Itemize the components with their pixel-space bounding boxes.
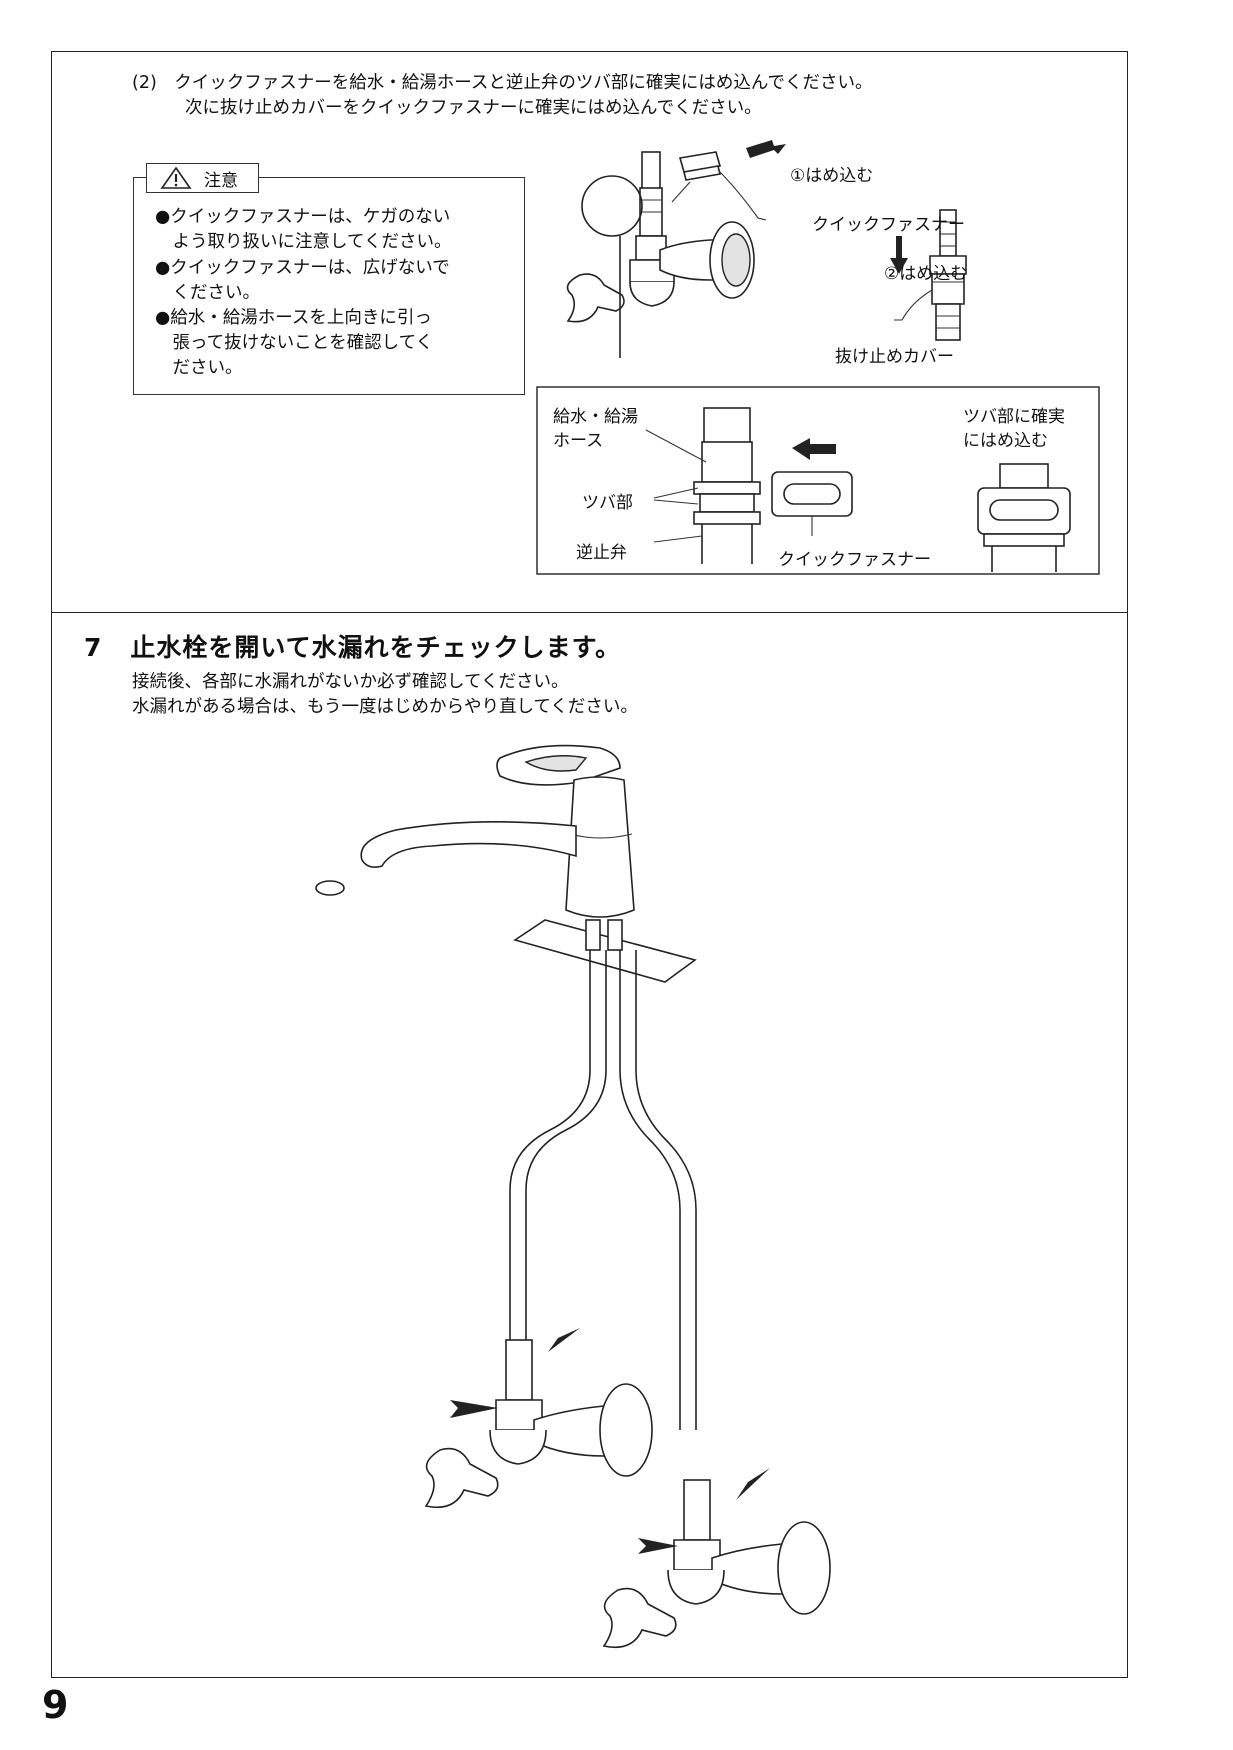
caution-line: 張って抜けないことを確認してく	[155, 333, 434, 353]
step2-line2: 次に抜け止めカバーをクイックファスナーに確実にはめ込んでください。	[185, 98, 762, 118]
detail-box	[536, 386, 1100, 575]
step7-line1: 接続後、各部に水漏れがないか必ず確認してください。	[132, 672, 569, 692]
page-frame	[51, 51, 1128, 1678]
hose-label-1: 給水・給湯	[553, 407, 638, 427]
insert1-label: ①はめ込む	[790, 166, 874, 186]
fit-label-1: ツバ部に確実	[963, 407, 1065, 427]
caution-line: ください。	[155, 283, 260, 303]
caution-title: 注意	[204, 171, 238, 191]
step7-title: 7 止水栓を開いて水漏れをチェックします。	[84, 628, 621, 664]
check-valve-label: 逆止弁	[576, 543, 627, 563]
step7-heading: 止水栓を開いて水漏れをチェックします。	[130, 633, 622, 662]
page-number: 9	[42, 1683, 69, 1727]
valve-fastener-illustration	[566, 140, 967, 358]
warning-triangle-icon	[160, 166, 192, 189]
step7-line2: 水漏れがある場合は、もう一度はじめからやり直してください。	[132, 697, 638, 717]
faucet-illustration	[315, 744, 831, 1649]
step2-line1: (2) クイックファスナーを給水・給湯ホースと逆止弁のツバ部に確実にはめ込んでく…	[132, 73, 873, 93]
section-divider	[51, 612, 1128, 613]
caution-line: ●給水・給湯ホースを上向きに引っ	[155, 308, 432, 328]
flange-label: ツバ部	[582, 493, 633, 513]
quick-fastener-label: クイックファスナー	[812, 215, 965, 235]
caution-line: よう取り扱いに注意してください。	[155, 232, 452, 252]
step7-number: 7	[84, 633, 103, 662]
detail-quick-fastener-label: クイックファスナー	[778, 550, 931, 570]
caution-line: ●クイックファスナーは、ケガのない	[155, 207, 451, 227]
insert2-label: ②はめ込む	[884, 264, 968, 284]
caution-line: ださい。	[155, 358, 243, 378]
caution-line: ●クイックファスナーは、広げないで	[155, 258, 450, 278]
caution-box	[133, 177, 525, 395]
fit-label-2: にはめ込む	[963, 431, 1048, 451]
cover-label: 抜け止めカバー	[835, 347, 954, 367]
hose-label-2: ホース	[553, 431, 604, 451]
